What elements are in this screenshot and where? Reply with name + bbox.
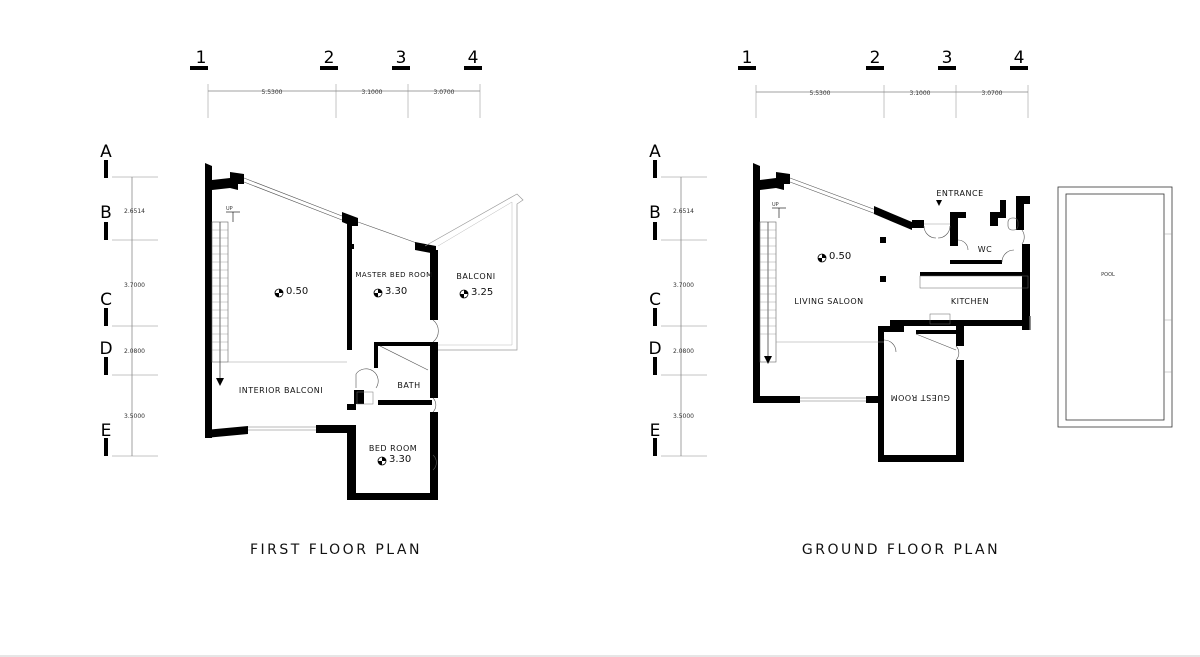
ff-level-marker-balcony: 3.25 (459, 287, 493, 299)
gf-grid-row-b: B (649, 203, 661, 223)
ff-grid-row-c: C (100, 290, 112, 310)
ff-stair-up-label: UP (226, 206, 233, 212)
gf-label-living-saloon: LIVING SALOON (794, 297, 863, 306)
ff-level-bedroom: 3.30 (389, 454, 411, 465)
gf-pool: POOL (1057, 186, 1173, 428)
gf-plan-title: GROUND FLOOR PLAN (802, 542, 1000, 558)
ff-grid-col-2: 2 (324, 48, 335, 68)
gf-column-grid: 1 2 3 4 5.5300 3.1000 3.0700 (738, 48, 1029, 118)
ff-grid-col-1: 1 (196, 48, 207, 68)
ff-grid-row-a: A (100, 142, 112, 162)
ground-floor-plan: 1 2 3 4 5.5300 3.1000 3.0700 A B C D E (648, 48, 1173, 558)
gf-row-grid: A B C D E 2.6514 3.7000 2.0800 3.5000 (648, 142, 707, 457)
gf-label-wc: WC (978, 245, 993, 254)
ff-row-dim-3: 2.0800 (124, 348, 145, 355)
ff-row-dim-1: 2.6514 (124, 208, 145, 215)
gf-walls (753, 163, 1030, 462)
ff-column-grid: 1 2 3 4 5.5300 3.1000 3.0700 (190, 48, 482, 118)
gf-grid-row-d: D (648, 339, 661, 359)
first-floor-plan: 1 2 3 4 5.5300 3.1000 3.0700 A B C D E (99, 48, 524, 558)
gf-col-dim-1: 5.5300 (810, 90, 831, 97)
gf-row-dim-4: 3.5000 (673, 413, 694, 420)
ff-row-dim-4: 3.5000 (124, 413, 145, 420)
gf-label-entrance: ENTRANCE (936, 189, 983, 198)
ff-row-grid: A B C D E 2.6514 3.7000 2.0800 3.5000 (99, 142, 158, 457)
gf-grid-row-e: E (650, 421, 661, 441)
ff-grid-bar-4 (464, 66, 482, 70)
gf-grid-col-2: 2 (870, 48, 881, 68)
gf-grid-col-1: 1 (742, 48, 753, 68)
ff-label-bedroom: BED ROOM (369, 444, 417, 453)
ff-level-main: 0.50 (286, 286, 308, 297)
gf-staircase: UP (759, 202, 786, 364)
gf-label-pool: POOL (1101, 272, 1115, 278)
ff-level-master: 3.30 (385, 286, 407, 297)
gf-grid-col-3: 3 (942, 48, 953, 68)
ff-grid-bar-3 (392, 66, 410, 70)
ff-grid-col-4: 4 (468, 48, 479, 68)
ff-label-interior-balcony: INTERIOR BALCONI (239, 386, 323, 395)
gf-level-main: 0.50 (829, 251, 851, 262)
gf-label-guest-room: GUEST ROOM (890, 393, 950, 402)
ff-level-balcony: 3.25 (471, 287, 493, 298)
gf-label-kitchen: KITCHEN (951, 297, 989, 306)
ff-col-dim-1: 5.5300 (262, 89, 283, 96)
ff-level-marker-main: 0.50 (274, 286, 308, 298)
ff-grid-row-d: D (99, 339, 112, 359)
gf-col-dim-3: 3.0700 (982, 90, 1003, 97)
ff-plan-title: FIRST FLOOR PLAN (250, 542, 422, 558)
ff-level-marker-master: 3.30 (373, 286, 407, 298)
ff-grid-row-b: B (100, 203, 112, 223)
ff-staircase: UP (211, 206, 240, 386)
gf-row-dim-3: 2.0800 (673, 348, 694, 355)
ff-grid-row-e: E (101, 421, 112, 441)
gf-stair-up-label: UP (772, 202, 779, 208)
ff-grid-bar-2 (320, 66, 338, 70)
ff-col-dim-2: 3.1000 (362, 89, 383, 96)
ff-row-dim-2: 3.7000 (124, 282, 145, 289)
gf-col-dim-2: 3.1000 (910, 90, 931, 97)
ff-level-marker-bedroom: 3.30 (377, 454, 411, 466)
ff-label-master-bedroom: MASTER BED ROOM (355, 271, 432, 279)
ff-label-bath: BATH (397, 381, 420, 390)
gf-grid-row-c: C (649, 290, 661, 310)
ff-grid-col-3: 3 (396, 48, 407, 68)
gf-level-marker-main: 0.50 (817, 251, 851, 263)
gf-grid-row-a: A (649, 142, 661, 162)
ff-label-balcony: BALCONI (456, 272, 495, 281)
gf-grid-col-4: 4 (1014, 48, 1025, 68)
ff-grid-bar-1 (190, 66, 208, 70)
ff-col-dim-3: 3.0700 (434, 89, 455, 96)
ff-exterior-balcony (424, 193, 524, 351)
gf-row-dim-2: 3.7000 (673, 282, 694, 289)
gf-row-dim-1: 2.6514 (673, 208, 694, 215)
ff-walls (205, 163, 438, 500)
